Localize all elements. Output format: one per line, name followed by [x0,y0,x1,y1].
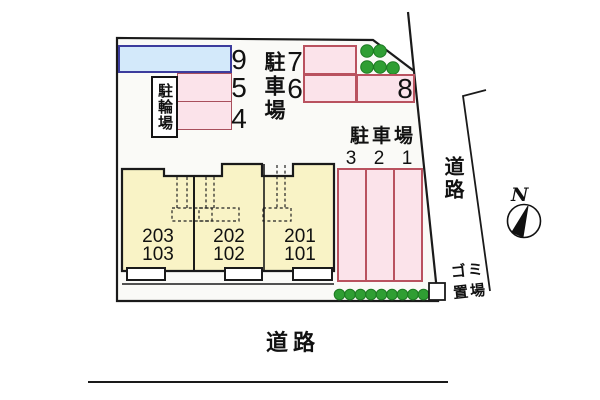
room-number-lower: 103 [142,244,174,265]
compass-icon [506,203,542,239]
tree-icon [354,288,367,301]
space-8-label: 8 [397,73,413,104]
room-number-lower: 102 [213,244,245,265]
stall-divider [365,170,367,280]
tree-icon [344,288,356,301]
tree-icon [407,288,419,301]
parking-space-7-rect [303,45,357,75]
space-4-label: 4 [231,103,247,134]
parking-space-4-rect [177,101,232,130]
garbage-area-label: ゴミ 置場 [444,258,494,305]
tree-icon [365,288,377,301]
stall-2-label: 2 [373,148,385,169]
road-right-label: 道路 [441,156,463,202]
compass-north-label: N [511,184,529,206]
unit-203-103-label: 203 103 [128,226,188,265]
bike-parking-label: 駐輪場 [156,83,173,131]
tree-icon [396,288,409,301]
unit-201-101-label: 201 101 [270,226,330,265]
building-outline [120,162,336,273]
road-bottom-label: 道路 [265,330,320,355]
tree-icon [360,44,374,58]
property-line-extension [406,11,416,72]
parking-space-9-rect [118,45,232,73]
stall-divider [393,170,395,280]
stall-3-label: 3 [345,148,357,169]
tree-icon [360,60,374,74]
road-right-line [461,89,491,292]
parking-space-5-rect [177,73,232,102]
tree-icon [375,288,388,301]
room-number-upper: 203 [142,226,174,247]
parking-space-8-rect [356,74,415,103]
room-number-lower: 101 [284,244,316,265]
stairs-dashed [171,165,292,222]
garbage-box [428,282,446,301]
parking-lot-top-label: 駐車場 [262,51,285,123]
room-number-upper: 201 [284,226,316,247]
tree-icon [373,44,387,58]
stall-1-label: 1 [401,148,413,169]
room-number-upper: 202 [213,226,245,247]
tree-icon [333,288,346,301]
parking-space-6-rect [303,74,357,103]
tree-icon [417,288,430,301]
trees-bottom-row [333,288,430,301]
entrance-porches [126,267,333,281]
space-7-label: 7 [287,46,303,77]
bike-parking-box: 駐輪場 [151,76,178,138]
space-6-label: 6 [287,73,303,104]
parking-lot-right-label: 駐車場 [349,126,416,147]
tree-icon [373,60,387,74]
tree-icon [386,288,398,301]
unit-202-102-label: 202 102 [199,226,259,265]
space-9-label: 9 [231,44,247,75]
parking-stalls-321-rect [337,168,423,282]
space-5-label: 5 [231,72,247,103]
